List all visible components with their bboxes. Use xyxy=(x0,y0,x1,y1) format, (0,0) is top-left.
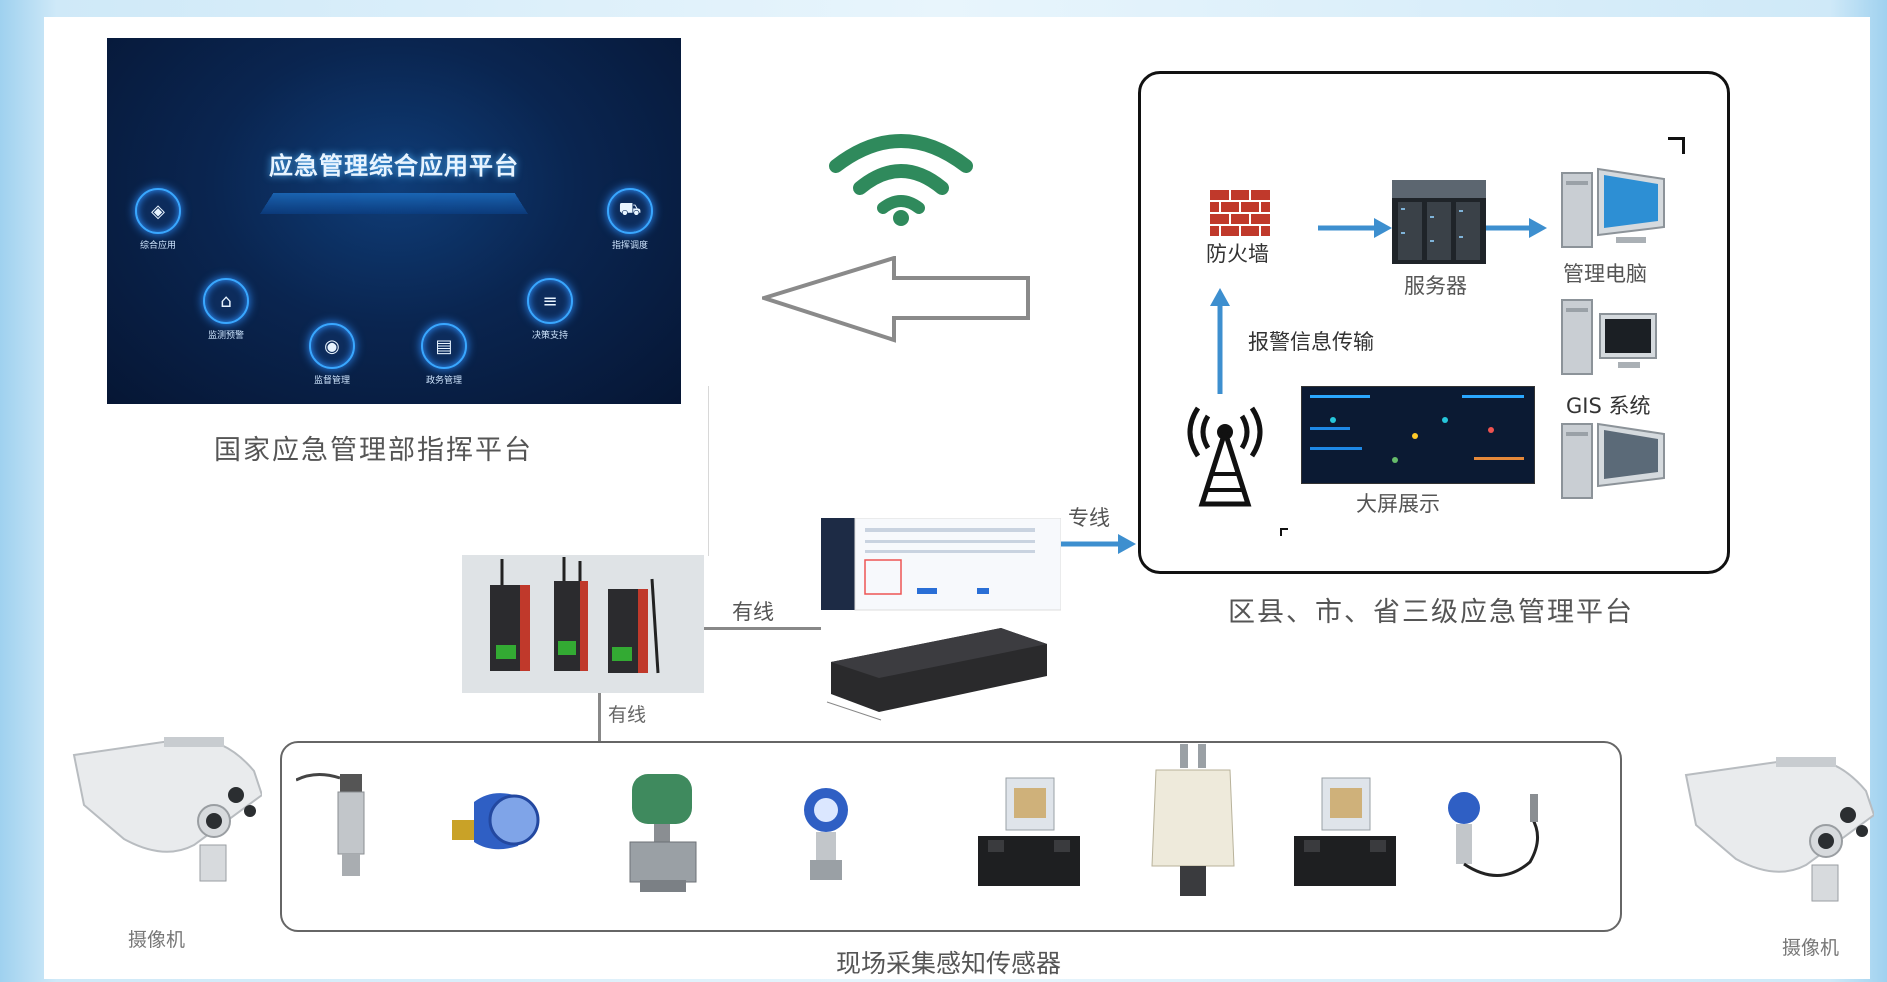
arrow-antenna-firewall xyxy=(1210,288,1230,394)
server-label: 服务器 xyxy=(1404,274,1467,298)
module-comprehensive: ◈ 综合应用 xyxy=(123,188,193,251)
layers-icon: ◈ xyxy=(135,188,181,234)
module-label: 指挥调度 xyxy=(611,241,648,251)
differential-pressure-transmitter-icon xyxy=(629,774,697,892)
relay-icon-secondary xyxy=(1294,777,1396,886)
uplink-arrow-icon xyxy=(762,256,1030,343)
wired-label-vertical: 有线 xyxy=(608,704,647,726)
screen-dot xyxy=(1330,417,1336,423)
alarm-transmission-label: 报警信息传输 xyxy=(1248,330,1374,354)
module-government: ▤ 政务管理 xyxy=(409,323,479,386)
command-platform-screen: 应急管理综合应用平台 ◈ 综合应用 ⛟ 指挥调度 ⌂ 监测预警 ≡ 决策支持 ◉… xyxy=(107,38,681,404)
wind-pressure-sensor-icon xyxy=(1151,744,1235,896)
screen-bar xyxy=(1310,427,1350,430)
command-platform-caption: 国家应急管理部指挥平台 xyxy=(214,435,533,466)
separator-line xyxy=(708,386,709,556)
server-rack-icon xyxy=(1392,180,1486,264)
dedicated-line-label: 专线 xyxy=(1068,506,1110,530)
vehicle-icon: ⛟ xyxy=(607,188,653,234)
module-warning: ⌂ 监测预警 xyxy=(191,278,261,341)
gis-computer-icon xyxy=(1561,299,1657,375)
screen-dot xyxy=(1392,457,1398,463)
firewall-label: 防火墙 xyxy=(1206,242,1269,266)
module-dispatch: ⛟ 指挥调度 xyxy=(595,188,665,251)
module-label: 监测预警 xyxy=(207,331,244,341)
screen-dot xyxy=(1412,433,1418,439)
workstation-computer-icon xyxy=(1561,422,1665,499)
firewall-icon xyxy=(1210,190,1270,236)
document-icon: ≡ xyxy=(527,278,573,324)
software-screenshot-icon xyxy=(821,517,1062,721)
gas-detector-icon xyxy=(804,788,848,880)
camera-left-label: 摄像机 xyxy=(128,929,186,951)
command-screen-stage xyxy=(259,192,529,215)
arrow-firewall-server xyxy=(1318,218,1392,238)
camera-right-icon xyxy=(1684,757,1874,902)
module-label: 综合应用 xyxy=(139,241,176,251)
big-screen-label: 大屏展示 xyxy=(1356,492,1440,516)
camera-left-icon xyxy=(72,737,262,882)
screen-bar xyxy=(1474,457,1524,460)
eye-icon: ◉ xyxy=(309,323,355,369)
flame-detector-icon xyxy=(452,793,540,850)
corner-mark xyxy=(1668,137,1685,154)
field-sensors-box xyxy=(280,741,1622,932)
level-transmitter-icon xyxy=(1448,792,1539,877)
wired-link-horizontal xyxy=(704,627,821,630)
alarm-icon: ⌂ xyxy=(203,278,249,324)
screen-bar xyxy=(1310,447,1362,450)
wifi-icon xyxy=(829,134,973,226)
gis-label: GIS 系统 xyxy=(1566,394,1651,418)
camera-right-label: 摄像机 xyxy=(1782,937,1840,959)
wired-link-vertical xyxy=(598,693,601,741)
arrow-dedicated-line xyxy=(1060,534,1136,554)
relay-icon xyxy=(978,777,1080,886)
broadcast-tower-icon xyxy=(1187,406,1263,507)
screen-bar xyxy=(1310,395,1370,398)
screen-bar xyxy=(1462,395,1524,398)
sensors-caption: 现场采集感知传感器 xyxy=(836,949,1062,978)
module-label: 监督管理 xyxy=(313,376,350,386)
router-icon xyxy=(490,557,660,674)
pressure-transmitter-icon xyxy=(296,773,365,876)
corner-mark xyxy=(1280,528,1288,536)
wired-label-horizontal: 有线 xyxy=(732,600,774,624)
screen-dot xyxy=(1442,417,1448,423)
nvr-server-panel xyxy=(821,517,1062,728)
module-decision: ≡ 决策支持 xyxy=(515,278,585,341)
printer-icon: ▤ xyxy=(421,323,467,369)
management-platform-caption: 区县、市、省三级应急管理平台 xyxy=(1228,597,1634,628)
gateway-routers-panel xyxy=(462,555,704,693)
command-screen-title: 应急管理综合应用平台 xyxy=(269,152,519,180)
pc-label: 管理电脑 xyxy=(1563,262,1647,286)
module-label: 政务管理 xyxy=(425,376,462,386)
module-supervision: ◉ 监督管理 xyxy=(297,323,367,386)
screen-dot xyxy=(1488,427,1494,433)
big-screen-display xyxy=(1301,386,1535,484)
module-label: 决策支持 xyxy=(531,331,568,341)
arrow-server-pc xyxy=(1486,218,1547,238)
desktop-computer-icon xyxy=(1561,167,1665,248)
